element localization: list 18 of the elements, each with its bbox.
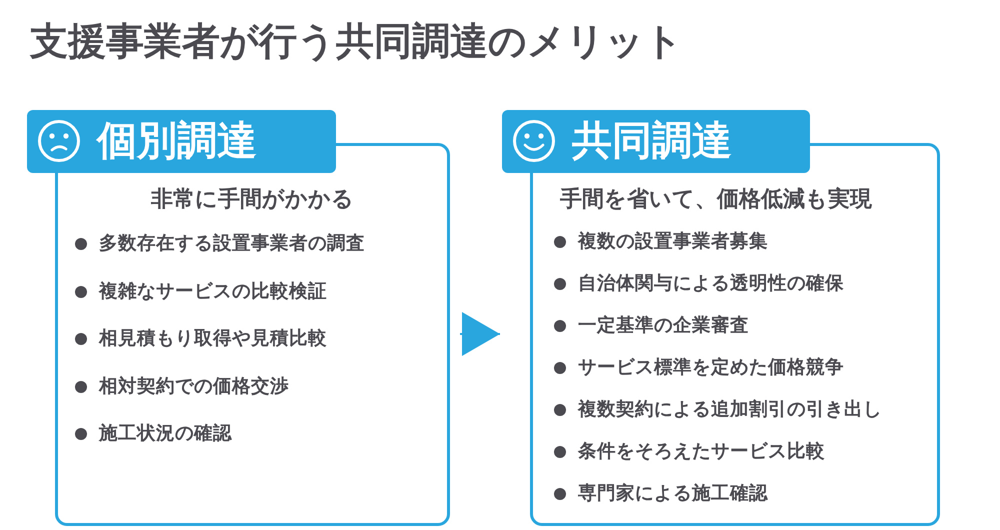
heading: 個別調達 [97,117,257,166]
list-item: 複数の設置事業者募集 [578,230,768,254]
list-item: 施工状況の確認 [99,422,232,446]
list-item: 自治体関与による透明性の確保 [578,272,844,296]
list-item: 専門家による施工確認 [578,482,768,506]
list-item: 条件をそろえたサービス比較 [578,440,825,464]
subheading: 手間を省いて、価格低減も実現 [560,186,872,214]
list-item: 多数存在する設置事業者の調査 [99,232,365,256]
arrow [460,312,500,356]
title: 支援事業者が行う共同調達のメリット [30,18,683,65]
heading: 共同調達 [572,117,732,166]
list-item: 相対契約での価格交渉 [99,374,289,398]
list-item: 複雑なサービスの比較検証 [99,280,327,304]
subheading: 非常に手間がかかる [151,186,354,214]
list-item: 複数契約による追加割引の引き出し [578,398,882,422]
list-item: 相見積もり取得や見積比較 [99,327,327,351]
list-item: サービス標準を定めた価格競争 [578,356,844,380]
list-item: 一定基準の企業審査 [578,314,749,338]
